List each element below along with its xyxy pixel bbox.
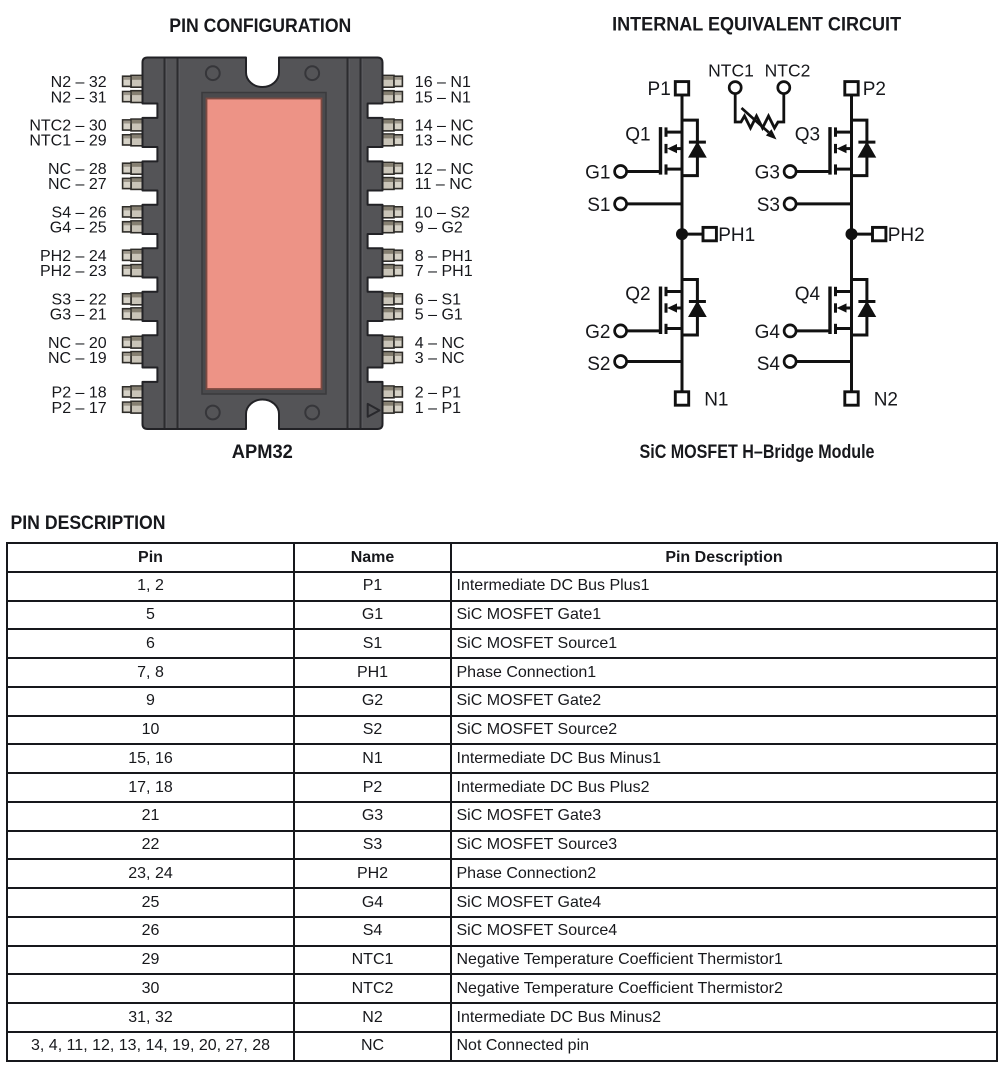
svg-text:PIN CONFIGURATION: PIN CONFIGURATION [169, 16, 351, 37]
svg-text:8 – PH1: 8 – PH1 [415, 248, 473, 265]
svg-text:NC – 27: NC – 27 [48, 176, 107, 193]
svg-text:7 – PH1: 7 – PH1 [415, 263, 473, 280]
svg-text:PH2 – 23: PH2 – 23 [40, 263, 107, 280]
svg-text:PH2 – 24: PH2 – 24 [40, 248, 107, 265]
svg-text:Q2: Q2 [625, 284, 650, 305]
svg-text:S2: S2 [587, 354, 610, 375]
svg-text:P2: P2 [863, 79, 886, 100]
svg-text:INTERNAL EQUIVALENT CIRCUIT: INTERNAL EQUIVALENT CIRCUIT [612, 14, 901, 35]
svg-text:G1: G1 [585, 162, 610, 183]
svg-text:PIN DESCRIPTION: PIN DESCRIPTION [11, 513, 166, 534]
svg-text:N2 – 31: N2 – 31 [51, 89, 107, 106]
svg-text:APM32: APM32 [232, 442, 293, 463]
svg-text:13 – NC: 13 – NC [415, 133, 474, 150]
svg-text:3 – NC: 3 – NC [415, 350, 465, 367]
svg-text:SiC MOSFET H–Bridge Module: SiC MOSFET H–Bridge Module [640, 442, 875, 463]
svg-text:G4 – 25: G4 – 25 [50, 220, 107, 237]
svg-text:G3: G3 [755, 162, 780, 183]
svg-text:NTC1 – 29: NTC1 – 29 [29, 133, 106, 150]
svg-text:2 – P1: 2 – P1 [415, 385, 461, 402]
svg-text:NC – 19: NC – 19 [48, 350, 107, 367]
svg-text:P1: P1 [648, 79, 671, 100]
svg-text:Q4: Q4 [795, 284, 821, 305]
svg-text:P2 – 17: P2 – 17 [52, 400, 107, 417]
svg-text:NC – 28: NC – 28 [48, 161, 107, 178]
svg-text:5 – G1: 5 – G1 [415, 307, 463, 324]
svg-text:S4 – 26: S4 – 26 [52, 205, 107, 222]
svg-text:12 – NC: 12 – NC [415, 161, 474, 178]
svg-text:9 – G2: 9 – G2 [415, 220, 463, 237]
svg-text:PH1: PH1 [718, 225, 755, 246]
svg-text:N2 – 32: N2 – 32 [51, 74, 107, 91]
svg-text:14 – NC: 14 – NC [415, 118, 474, 135]
svg-text:11 – NC: 11 – NC [415, 176, 473, 193]
svg-text:16 – N1: 16 – N1 [415, 74, 471, 91]
svg-text:10 – S2: 10 – S2 [415, 205, 470, 222]
svg-text:G3 – 21: G3 – 21 [50, 307, 107, 324]
svg-text:S4: S4 [757, 354, 781, 375]
svg-text:1 – P1: 1 – P1 [415, 400, 461, 417]
svg-text:S3: S3 [757, 195, 780, 216]
svg-text:Q1: Q1 [625, 125, 650, 146]
svg-text:NC – 20: NC – 20 [48, 335, 107, 352]
svg-text:NTC2 – 30: NTC2 – 30 [29, 118, 106, 135]
svg-text:PH2: PH2 [888, 225, 925, 246]
svg-text:N2: N2 [874, 389, 898, 410]
svg-text:G4: G4 [755, 322, 781, 343]
svg-text:G2: G2 [585, 322, 610, 343]
svg-text:Q3: Q3 [795, 125, 820, 146]
svg-text:S3 – 22: S3 – 22 [52, 292, 107, 309]
svg-text:N1: N1 [704, 389, 728, 410]
svg-text:S1: S1 [587, 195, 610, 216]
svg-text:4 – NC: 4 – NC [415, 335, 465, 352]
svg-text:15 – N1: 15 – N1 [415, 89, 471, 106]
svg-text:NTC1: NTC1 [708, 61, 754, 81]
svg-text:P2 – 18: P2 – 18 [52, 385, 107, 402]
svg-text:NTC2: NTC2 [765, 61, 811, 81]
svg-text:6 – S1: 6 – S1 [415, 292, 461, 309]
